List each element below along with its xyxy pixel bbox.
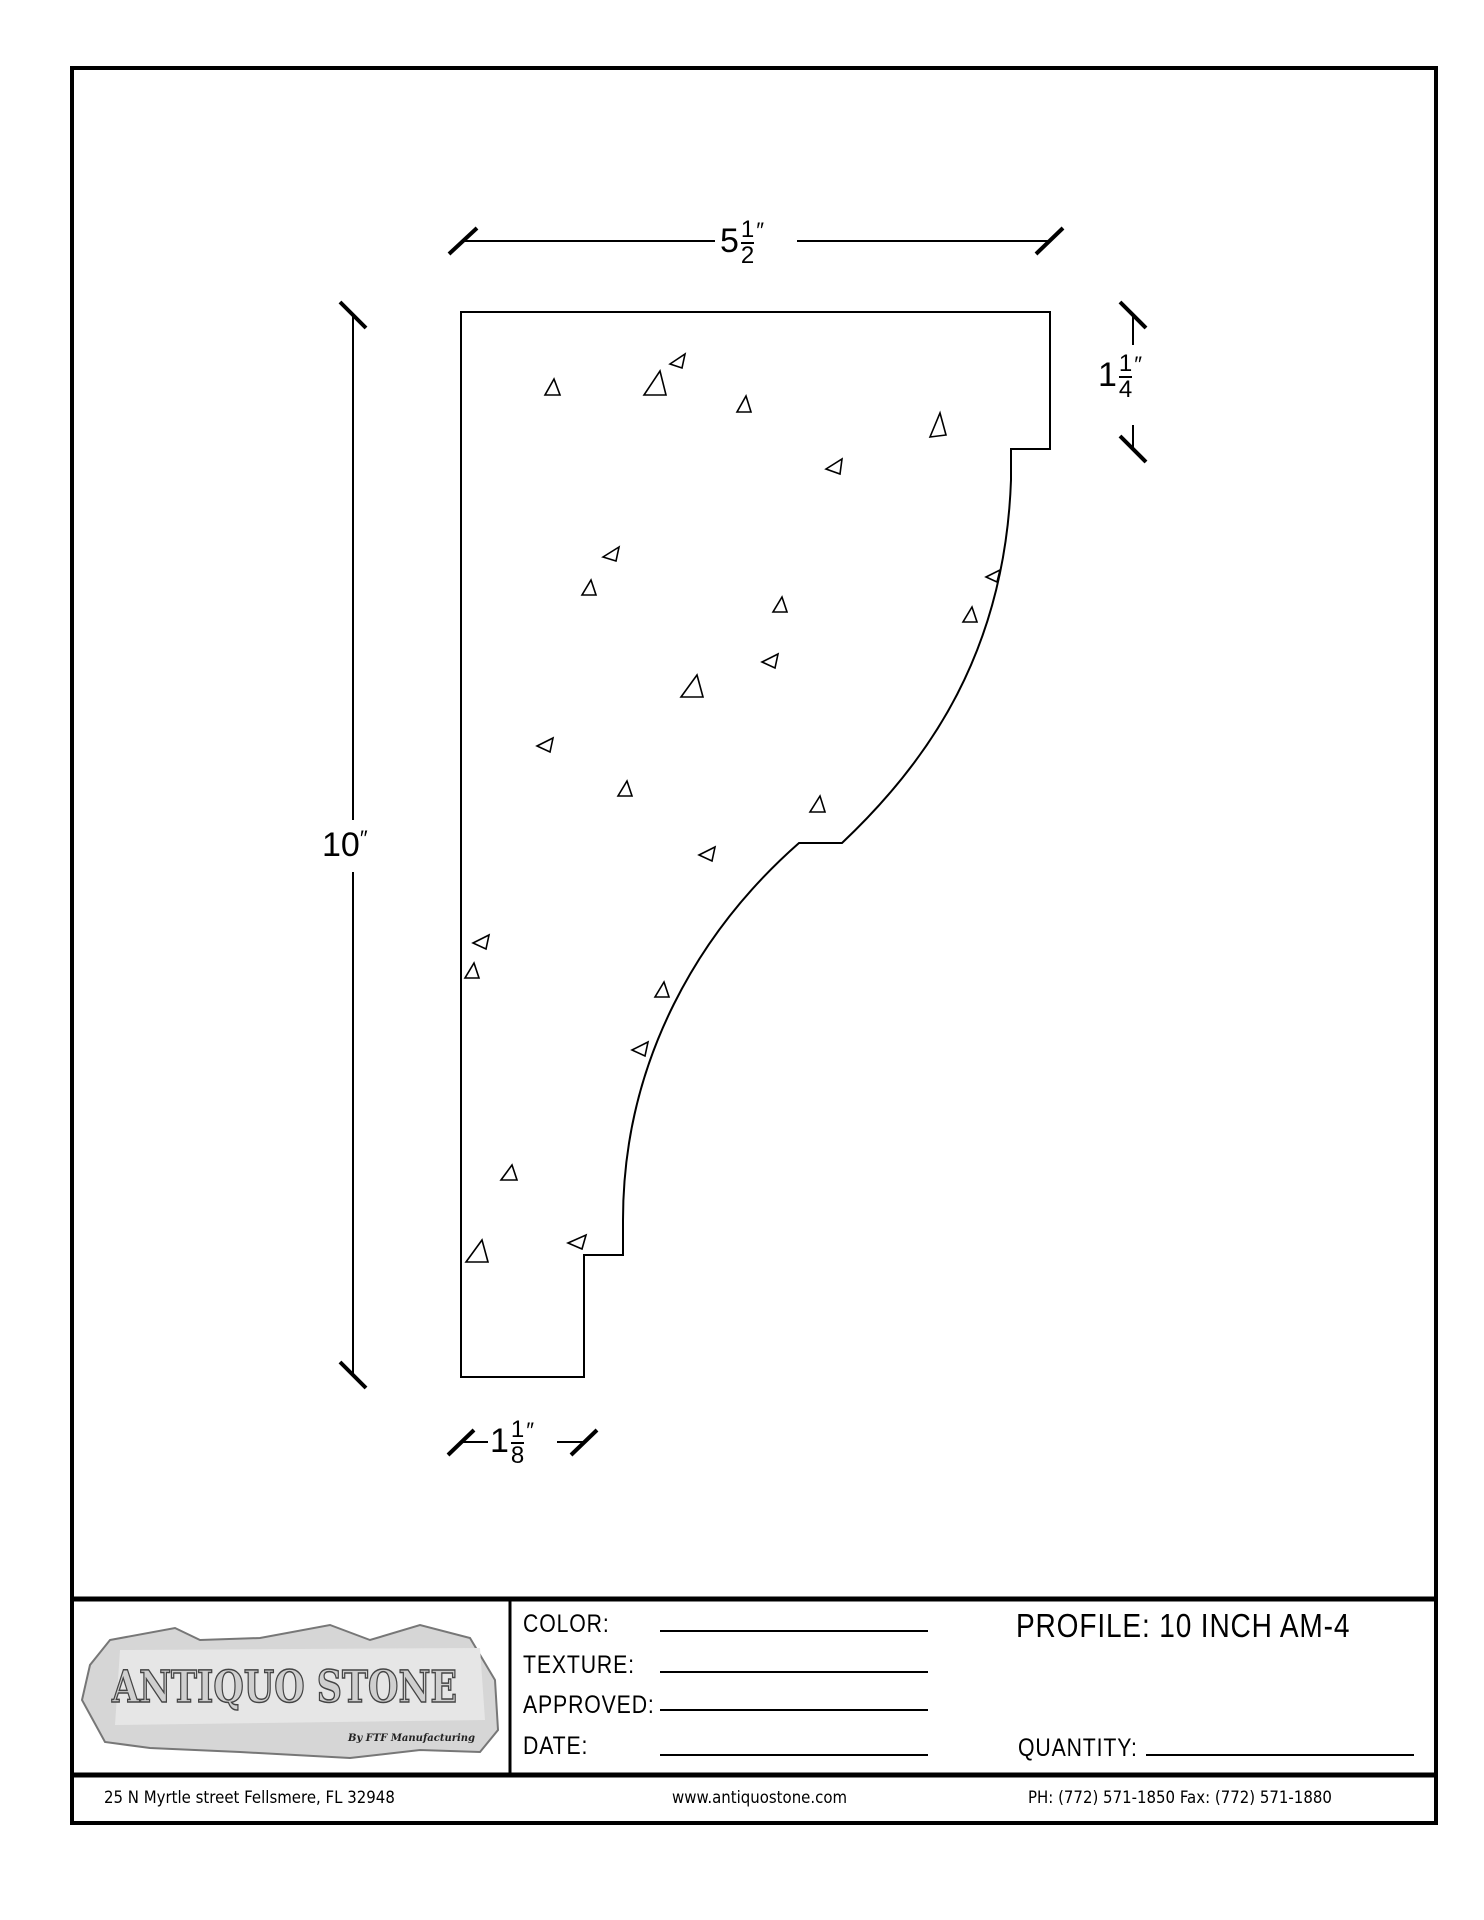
texture-label: TEXTURE: [523,1651,635,1679]
antiquo-stone-logo: ANTIQUO STONE By FTF Manufacturing [80,1623,500,1760]
color-field[interactable] [660,1630,928,1632]
profile-outline [460,311,1051,1378]
dim-num: 1 [740,216,755,244]
dim-den: 2 [740,242,755,269]
svg-text:ANTIQUO STONE: ANTIQUO STONE [111,1662,457,1713]
dim-den: 8 [510,1442,525,1469]
height-dimension-label: 10″ [322,826,368,865]
date-label: DATE: [523,1732,589,1760]
approved-field[interactable] [660,1709,928,1711]
height-dimension [338,300,368,1390]
top-step-dimension [1118,300,1148,464]
dim-unit: ″ [1134,352,1143,377]
approved-label: APPROVED: [523,1691,655,1719]
bottom-step-dimension [446,1428,599,1457]
texture-field[interactable] [660,1671,928,1673]
profile-title: PROFILE: 10 INCH AM-4 [1016,1607,1351,1644]
footer-website[interactable]: www.antiquostone.com [672,1788,848,1808]
dim-whole: 1 [1098,355,1117,394]
sheet-border [70,66,1438,1825]
width-dimension [447,226,1065,256]
quantity-field[interactable] [1146,1754,1414,1756]
dim-whole: 10 [322,826,360,864]
dim-whole: 1 [490,1421,509,1460]
dim-unit: ″ [526,1418,535,1443]
quantity-label: QUANTITY: [1018,1734,1138,1762]
dim-whole: 5 [720,221,739,260]
color-label: COLOR: [523,1610,610,1638]
stone-texture-marks [463,352,1002,1263]
footer-phone: PH: (772) 571-1850 Fax: (772) 571-1880 [1028,1788,1332,1808]
dim-num: 1 [510,1416,525,1444]
date-field[interactable] [660,1754,928,1756]
dim-den: 4 [1118,376,1133,403]
dim-unit: ″ [756,218,765,243]
footer-address: 25 N Myrtle street Fellsmere, FL 32948 [104,1788,395,1808]
dim-num: 1 [1118,350,1133,378]
dim-unit: ″ [359,826,368,851]
svg-text:By FTF Manufacturing: By FTF Manufacturing [347,1733,475,1744]
